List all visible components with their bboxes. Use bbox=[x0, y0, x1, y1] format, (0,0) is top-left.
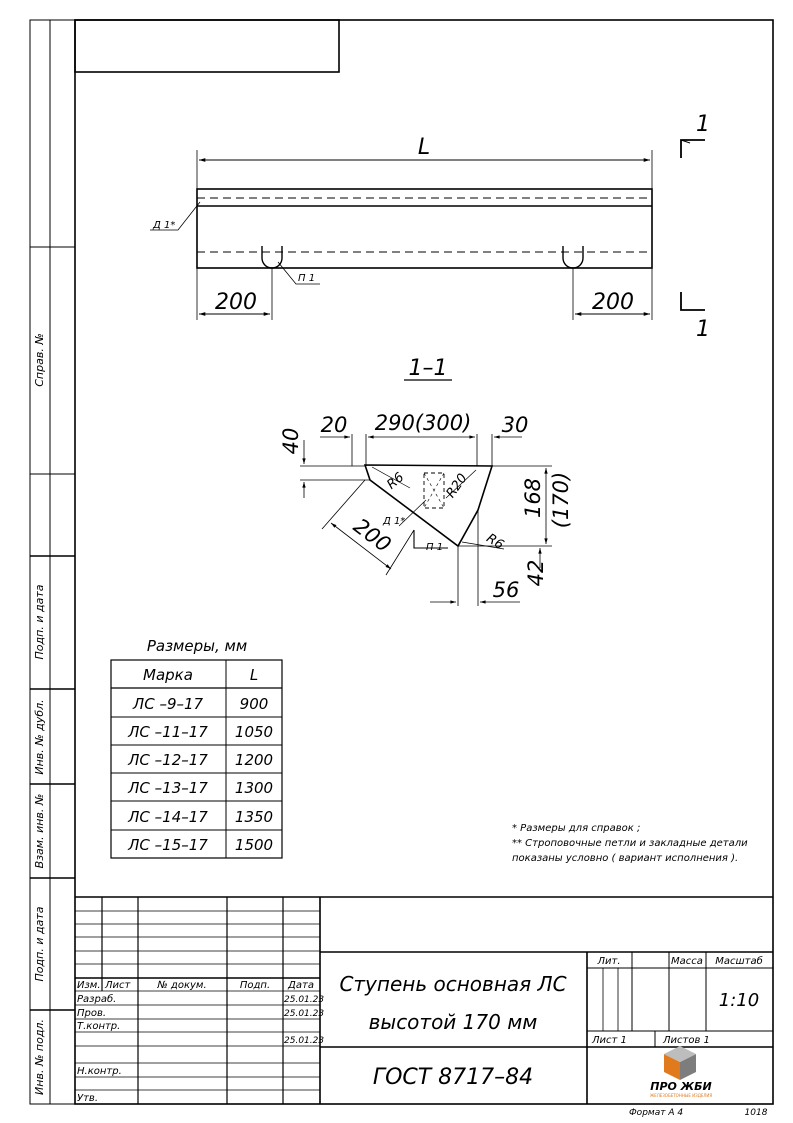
side-label-podp1: Подп. и дата bbox=[33, 584, 46, 659]
tb-sheets: Листов 1 bbox=[662, 1035, 710, 1046]
tb-nkontr: Н.контр. bbox=[77, 1066, 122, 1077]
side-label-inv-dubl: Инв. № дубл. bbox=[33, 699, 46, 774]
dim-200-left: 200 bbox=[215, 290, 257, 315]
dim-L: L bbox=[418, 135, 430, 160]
section-mark-bottom: 1 bbox=[696, 317, 710, 342]
section-title: 1–1 bbox=[409, 356, 448, 381]
table-cell-l: 1300 bbox=[235, 779, 273, 797]
tb-razrab: Разраб. bbox=[77, 993, 116, 1005]
sec-dim-168: 168 bbox=[521, 478, 545, 518]
tb-col-podp: Подп. bbox=[240, 980, 270, 991]
sec-r6-top: R6 bbox=[384, 470, 407, 493]
table-cell-marka: ЛС –12–17 bbox=[127, 751, 208, 769]
lifting-loop-left bbox=[261, 246, 283, 269]
front-view: L 200 200 Д 1* П 1 1 1 bbox=[150, 112, 710, 342]
dim-200-right: 200 bbox=[592, 290, 634, 315]
table-cell-l: 1050 bbox=[235, 723, 273, 741]
label-d1: Д 1* bbox=[152, 220, 175, 231]
title-block: Изм. Лист № докум. Подп. Дата Разраб. Пр… bbox=[75, 896, 773, 1104]
tb-gost: ГОСТ 8717–84 bbox=[373, 1065, 533, 1090]
note-line: ** Строповочные петли и закладные детали bbox=[512, 838, 748, 849]
tb-col-izm: Изм. bbox=[77, 980, 101, 991]
table-header-marka: Марка bbox=[143, 666, 193, 684]
side-label-podp2: Подп. и дата bbox=[33, 906, 46, 981]
logo-text: ПРО ЖБИ bbox=[650, 1080, 712, 1093]
tb-masshtab: Масштаб bbox=[715, 955, 763, 967]
tb-name-line1: Ступень основная ЛС bbox=[339, 972, 566, 996]
table-header-l: L bbox=[250, 666, 258, 684]
tb-date: 25.01.23 bbox=[284, 995, 324, 1005]
tb-sheet: Лист 1 bbox=[591, 1035, 627, 1046]
side-labels: Справ. № Подп. и дата Инв. № дубл. Взам.… bbox=[33, 333, 46, 1095]
sec-dim-170: (170) bbox=[549, 472, 573, 528]
tb-tkontr: Т.контр. bbox=[77, 1021, 120, 1032]
section-mark-top: 1 bbox=[696, 112, 710, 137]
sec-dim-56: 56 bbox=[493, 578, 520, 602]
notes: * Размеры для справок ; ** Строповочные … bbox=[512, 823, 748, 864]
table-cell-l: 900 bbox=[240, 695, 269, 713]
sizes-table: Размеры, мм Марка L ЛС –9–17 900 ЛС –11–… bbox=[110, 637, 283, 859]
tb-date: 25.01.23 bbox=[284, 1036, 324, 1046]
table-cell-marka: ЛС –11–17 bbox=[127, 723, 208, 741]
tb-col-list: Лист bbox=[104, 980, 132, 991]
section-profile bbox=[363, 464, 494, 548]
sec-dim-290: 290(300) bbox=[375, 411, 472, 435]
tb-lit: Лит. bbox=[596, 956, 620, 967]
sec-label-p1: П 1 bbox=[426, 542, 443, 553]
table-title: Размеры, мм bbox=[147, 637, 247, 655]
table-cell-l: 1350 bbox=[235, 808, 273, 826]
sec-dim-40: 40 bbox=[279, 428, 303, 455]
tb-name-line2: высотой 170 мм bbox=[369, 1010, 538, 1034]
tb-utv: Утв. bbox=[77, 1093, 98, 1104]
sec-dim-30: 30 bbox=[502, 413, 529, 437]
top-stamp-box bbox=[74, 19, 340, 73]
sheet-frame bbox=[29, 19, 774, 1105]
table-cell-l: 1200 bbox=[235, 751, 273, 769]
sheet-code: 1018 bbox=[745, 1108, 768, 1118]
sec-label-d1: Д 1* bbox=[382, 516, 405, 527]
table-cell-marka: ЛС –14–17 bbox=[127, 808, 208, 826]
side-label-sprav: Справ. № bbox=[33, 333, 46, 387]
tb-col-doc: № докум. bbox=[156, 980, 206, 991]
side-label-vzam: Взам. инв. № bbox=[33, 794, 46, 869]
beam-outline bbox=[196, 188, 653, 269]
tb-scale: 1:10 bbox=[719, 990, 759, 1011]
note-line: показаны условно ( вариант исполнения ). bbox=[512, 853, 738, 864]
table-cell-marka: ЛС –9–17 bbox=[132, 695, 204, 713]
table-cell-marka: ЛС –15–17 bbox=[127, 836, 208, 854]
lifting-loop-right bbox=[562, 246, 584, 269]
sec-dim-42: 42 bbox=[524, 560, 548, 587]
sec-dim-20: 20 bbox=[321, 413, 348, 437]
tb-col-data: Дата bbox=[287, 980, 314, 991]
side-label-inv-podl: Инв. № подл. bbox=[33, 1019, 46, 1095]
section-1-1: 1–1 20 290(300) 30 40 168 (170) 42 bbox=[279, 356, 573, 606]
tb-massa: Масса bbox=[671, 956, 703, 967]
sheet-format: Формат А 4 bbox=[629, 1108, 683, 1118]
company-logo: ПРО ЖБИ ЖЕЛЕЗОБЕТОННЫЕ ИЗДЕЛИЯ bbox=[648, 1046, 714, 1098]
sec-r6-bottom: R6 bbox=[484, 531, 507, 553]
table-cell-marka: ЛС –13–17 bbox=[127, 779, 208, 797]
table-cell-l: 1500 bbox=[235, 836, 273, 854]
tb-prov: Пров. bbox=[77, 1008, 106, 1019]
label-p1: П 1 bbox=[298, 273, 315, 284]
note-line: * Размеры для справок ; bbox=[512, 823, 640, 834]
logo-subtext: ЖЕЛЕЗОБЕТОННЫЕ ИЗДЕЛИЯ bbox=[650, 1093, 713, 1098]
tb-date: 25.01.23 bbox=[284, 1009, 324, 1019]
